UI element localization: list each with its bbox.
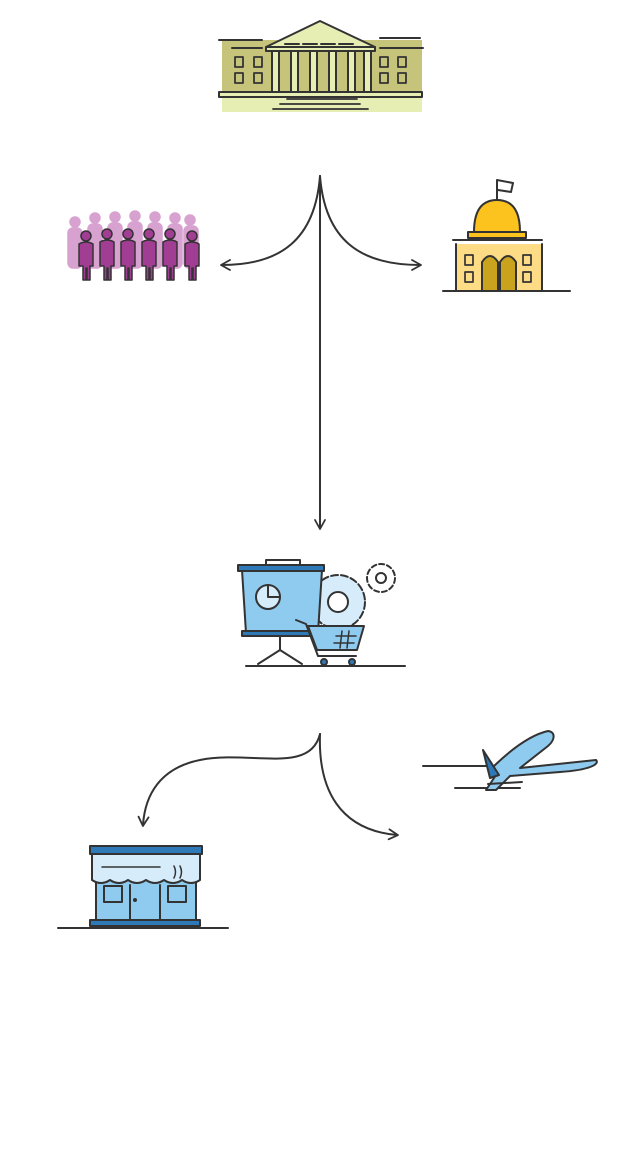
airplane-icon (422, 730, 598, 791)
business-industry-icon (237, 559, 406, 667)
gear-icon (310, 563, 396, 630)
retail-store-icon (57, 845, 229, 929)
government-building-icon (218, 20, 424, 112)
shopping-cart-icon (295, 619, 365, 666)
connector-arrows-top (220, 175, 422, 530)
state-capitol-icon (442, 179, 571, 292)
population-crowd-icon (67, 210, 200, 281)
connector-arrows-bottom (137, 733, 399, 841)
